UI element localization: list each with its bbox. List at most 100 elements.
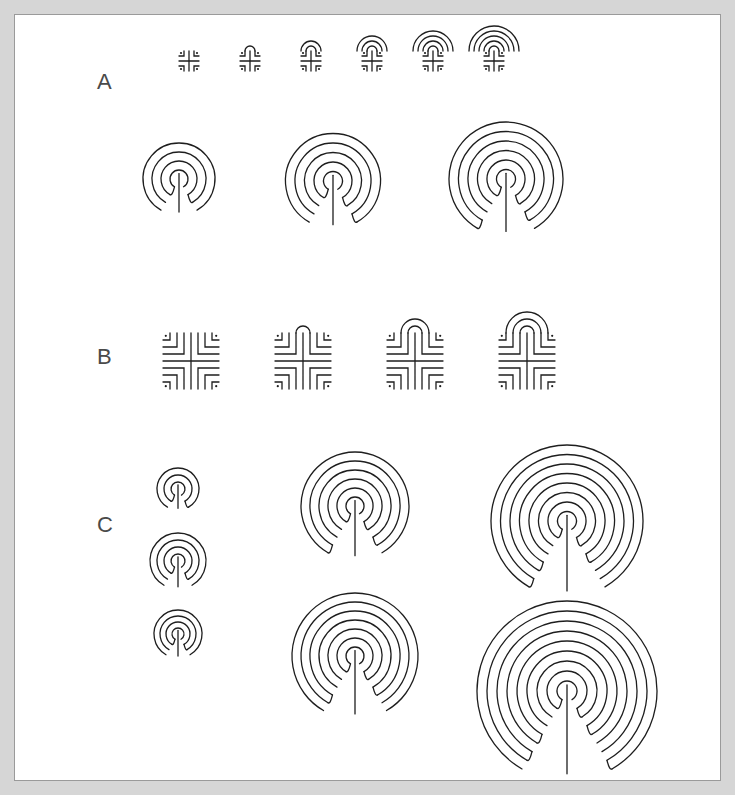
- seed-dot: [215, 335, 217, 337]
- construction-arc: [520, 326, 534, 333]
- seed-dot: [439, 335, 441, 337]
- seed-dot: [241, 52, 243, 54]
- seed-cross: [179, 51, 199, 71]
- seed-dot: [302, 52, 304, 54]
- turn-wall: [346, 514, 351, 522]
- turn-wall: [324, 189, 329, 197]
- construction-arc: [408, 326, 422, 333]
- seed-dot: [302, 68, 304, 70]
- center-wall: [505, 173, 506, 231]
- seed-cross: [163, 333, 219, 389]
- seed-dot: [485, 68, 487, 70]
- turn-wall: [185, 501, 189, 507]
- seed-dot: [424, 68, 426, 70]
- seed-dot: [257, 52, 259, 54]
- section-letter: A: [97, 71, 112, 93]
- turn-wall: [188, 195, 193, 203]
- turn-wall: [525, 212, 530, 220]
- seed-cross: [387, 333, 443, 389]
- construction-arc: [306, 46, 316, 51]
- center-wall: [354, 501, 355, 556]
- seed-dot: [180, 68, 182, 70]
- turn-wall: [527, 752, 532, 761]
- turn-wall: [558, 529, 563, 537]
- seed-dot: [196, 68, 198, 70]
- construction-arc: [484, 41, 504, 51]
- seed-dot: [318, 52, 320, 54]
- labyrinth-strokes: [143, 26, 657, 774]
- turn-wall: [478, 220, 483, 228]
- turn-wall: [539, 562, 544, 570]
- turn-wall: [172, 639, 175, 644]
- seed-dot: [180, 52, 182, 54]
- turn-wall: [364, 672, 369, 680]
- turn-wall: [352, 214, 357, 222]
- turn-wall: [529, 579, 534, 587]
- turn-wall: [577, 708, 582, 717]
- seed-cross: [301, 51, 321, 71]
- seed-dot: [501, 52, 503, 54]
- seed-dot: [165, 385, 167, 387]
- turn-wall: [373, 687, 378, 695]
- center-wall: [566, 515, 567, 591]
- seed-cross: [423, 51, 443, 71]
- seed-cross: [275, 333, 331, 389]
- turn-wall: [171, 567, 175, 573]
- construction-arc: [418, 36, 448, 51]
- center-wall: [354, 651, 355, 714]
- turn-wall: [497, 187, 502, 195]
- construction-arc: [423, 41, 443, 51]
- seed-dot: [363, 52, 365, 54]
- construction-arc: [401, 319, 429, 333]
- turn-wall: [343, 197, 348, 205]
- seed-dot: [241, 68, 243, 70]
- seed-dot: [501, 68, 503, 70]
- center-wall: [177, 630, 178, 656]
- seed-dot: [485, 52, 487, 54]
- seed-dot: [379, 52, 381, 54]
- construction-arc: [362, 41, 382, 51]
- seed-dot: [165, 335, 167, 337]
- turn-wall: [328, 695, 333, 703]
- center-wall: [332, 175, 333, 224]
- seed-dot: [551, 385, 553, 387]
- seed-dot: [379, 68, 381, 70]
- seed-dot: [551, 335, 553, 337]
- seed-cross: [499, 333, 555, 389]
- construction-arc: [296, 326, 310, 333]
- turn-wall: [171, 495, 175, 501]
- turn-wall: [577, 537, 582, 545]
- seed-dot: [215, 385, 217, 387]
- seed-dot: [277, 385, 279, 387]
- seed-dot: [501, 335, 503, 337]
- construction-arc: [301, 41, 321, 51]
- seed-dot: [196, 52, 198, 54]
- seed-dot: [318, 68, 320, 70]
- center-wall: [566, 685, 567, 774]
- seed-dot: [327, 335, 329, 337]
- seed-dot: [389, 335, 391, 337]
- section-letter-holder: C: [97, 514, 113, 536]
- seed-cross: [240, 51, 260, 71]
- labyrinth-illustration: [15, 15, 720, 780]
- construction-arc: [513, 319, 541, 333]
- turn-wall: [373, 537, 378, 545]
- seed-cross: [484, 51, 504, 71]
- section-letter-holder: A: [97, 71, 112, 93]
- seed-dot: [440, 52, 442, 54]
- construction-arc: [428, 46, 438, 51]
- figure-panel: ABC: [14, 14, 721, 781]
- seed-dot: [440, 68, 442, 70]
- seed-dot: [439, 385, 441, 387]
- turn-wall: [170, 187, 175, 195]
- turn-wall: [586, 554, 591, 562]
- turn-wall: [516, 195, 521, 203]
- seed-dot: [389, 385, 391, 387]
- construction-arc: [245, 46, 255, 51]
- turn-wall: [364, 522, 369, 530]
- turn-wall: [557, 700, 562, 709]
- seed-dot: [257, 68, 259, 70]
- center-wall: [177, 557, 178, 587]
- construction-arc: [469, 26, 519, 51]
- construction-arc: [367, 46, 377, 51]
